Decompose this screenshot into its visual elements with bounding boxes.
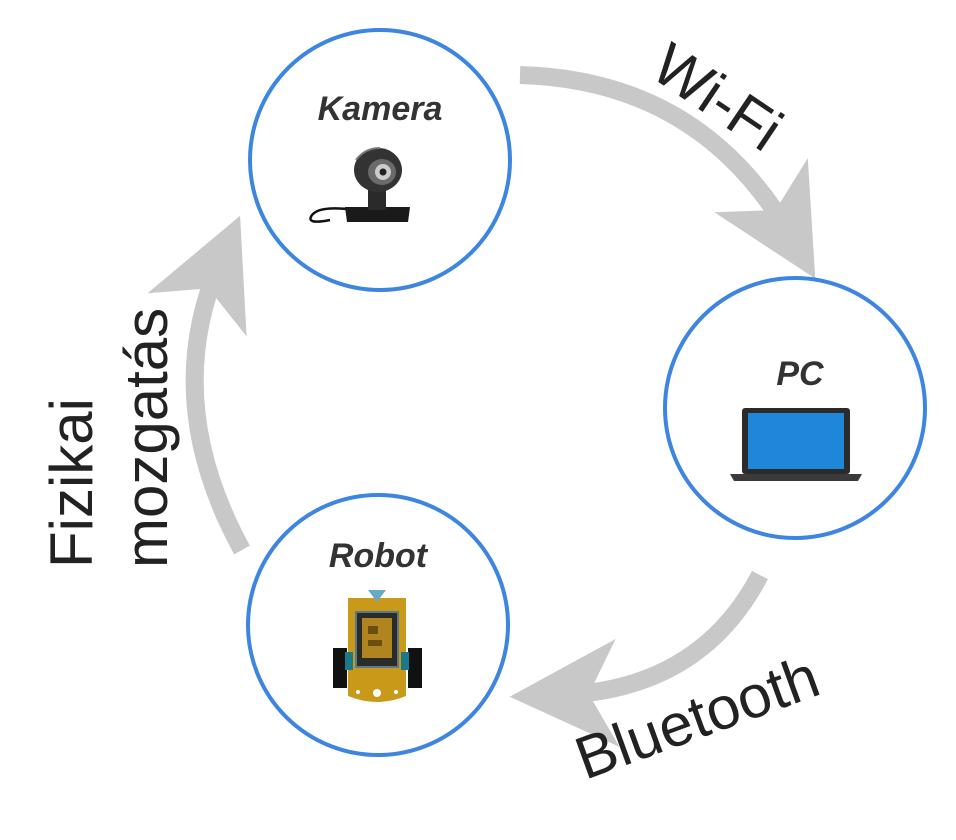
node-pc-title: PC bbox=[776, 355, 824, 393]
node-robot: Robot bbox=[246, 493, 510, 757]
webcam-icon bbox=[309, 147, 410, 223]
edge-label-mozgatas: mozgatás bbox=[113, 308, 180, 568]
arrow-robot-to-camera bbox=[147, 215, 250, 555]
laptop-icon bbox=[730, 408, 862, 481]
node-camera: Kamera bbox=[248, 28, 512, 292]
node-robot-title: Robot bbox=[329, 537, 429, 575]
node-camera-title: Kamera bbox=[318, 90, 443, 128]
edge-label-bluetooth: Bluetooth bbox=[567, 643, 828, 793]
arrow-pc-to-robot bbox=[509, 570, 768, 747]
edge-label-fizikai: Fizikai bbox=[38, 398, 105, 568]
node-pc: PC bbox=[663, 276, 927, 540]
arrow-camera-to-pc bbox=[519, 66, 816, 279]
robot-icon bbox=[333, 590, 422, 702]
